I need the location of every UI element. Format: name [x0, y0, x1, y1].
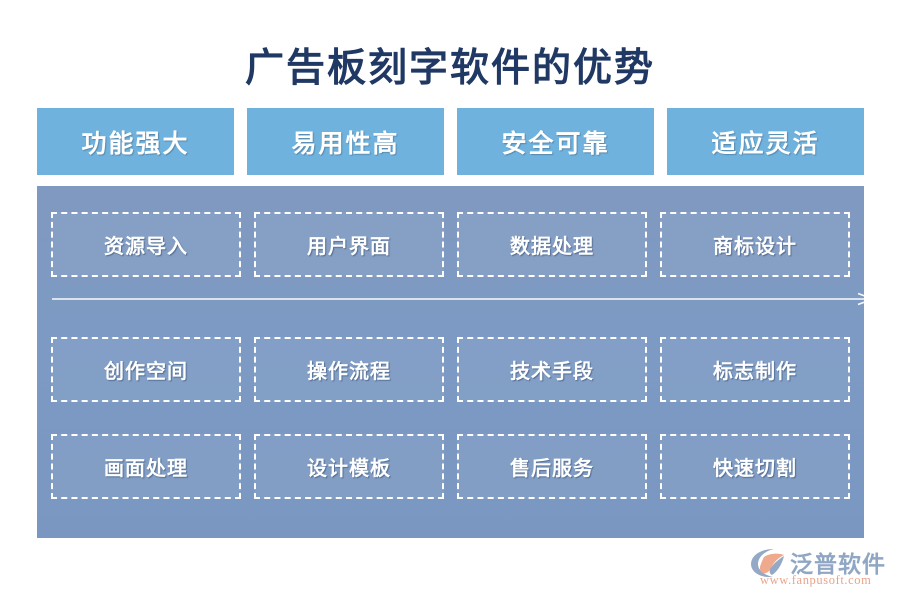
content-cell-r1c4[interactable]: 商标设计	[660, 212, 850, 277]
header-cell-3[interactable]: 安全可靠	[457, 108, 654, 175]
content-cell-r2c4-label: 标志制作	[713, 361, 797, 383]
content-row-3: 画面处理 设计模板 售后服务 快速切割	[51, 434, 850, 499]
header-cell-2-label: 易用性高	[291, 130, 400, 158]
content-cell-r3c3[interactable]: 售后服务	[457, 434, 647, 499]
header-cell-1[interactable]: 功能强大	[37, 108, 234, 175]
content-cell-r1c1[interactable]: 资源导入	[51, 212, 241, 277]
right-arrow-icon	[52, 292, 876, 306]
header-cell-2[interactable]: 易用性高	[247, 108, 444, 175]
content-cell-r2c2-label: 操作流程	[307, 361, 391, 383]
content-cell-r1c2[interactable]: 用户界面	[254, 212, 444, 277]
brand-name: 泛普软件	[790, 552, 886, 577]
content-cell-r3c4[interactable]: 快速切割	[660, 434, 850, 499]
content-cell-r1c2-label: 用户界面	[307, 236, 391, 258]
content-cell-r1c3-label: 数据处理	[510, 236, 594, 258]
content-cell-r1c3[interactable]: 数据处理	[457, 212, 647, 277]
content-panel: 资源导入 用户界面 数据处理 商标设计 创作空间 操	[37, 186, 876, 538]
content-cell-r2c1-label: 创作空间	[104, 361, 188, 383]
content-cell-r3c2-label: 设计模板	[307, 458, 391, 480]
brand-logo[interactable]: 泛普软件 www.fanpusoft.com	[748, 545, 888, 591]
content-cell-r1c4-label: 商标设计	[713, 236, 797, 258]
header-cell-4-label: 适应灵活	[711, 130, 820, 158]
fanpu-swoosh-icon	[748, 547, 788, 579]
content-cell-r2c1[interactable]: 创作空间	[51, 337, 241, 402]
header-cell-3-label: 安全可靠	[501, 130, 610, 158]
content-row-2: 创作空间 操作流程 技术手段 标志制作	[51, 337, 850, 402]
content-row-1: 资源导入 用户界面 数据处理 商标设计	[51, 212, 850, 277]
content-cell-r3c3-label: 售后服务	[510, 458, 594, 480]
header-cell-4[interactable]: 适应灵活	[667, 108, 864, 175]
content-cell-r2c3[interactable]: 技术手段	[457, 337, 647, 402]
content-cell-r1c1-label: 资源导入	[104, 236, 188, 258]
content-cell-r2c2[interactable]: 操作流程	[254, 337, 444, 402]
content-cell-r2c4[interactable]: 标志制作	[660, 337, 850, 402]
brand-url: www.fanpusoft.com	[760, 573, 872, 587]
content-cell-r3c1[interactable]: 画面处理	[51, 434, 241, 499]
content-cell-r3c1-label: 画面处理	[104, 458, 188, 480]
header-cell-1-label: 功能强大	[81, 130, 190, 158]
page-title: 广告板刻字软件的优势	[244, 47, 655, 90]
header-row: 功能强大 易用性高 安全可靠 适应灵活	[37, 108, 864, 175]
content-cell-r3c4-label: 快速切割	[713, 458, 797, 480]
content-cell-r3c2[interactable]: 设计模板	[254, 434, 444, 499]
content-cell-r2c3-label: 技术手段	[510, 361, 594, 383]
